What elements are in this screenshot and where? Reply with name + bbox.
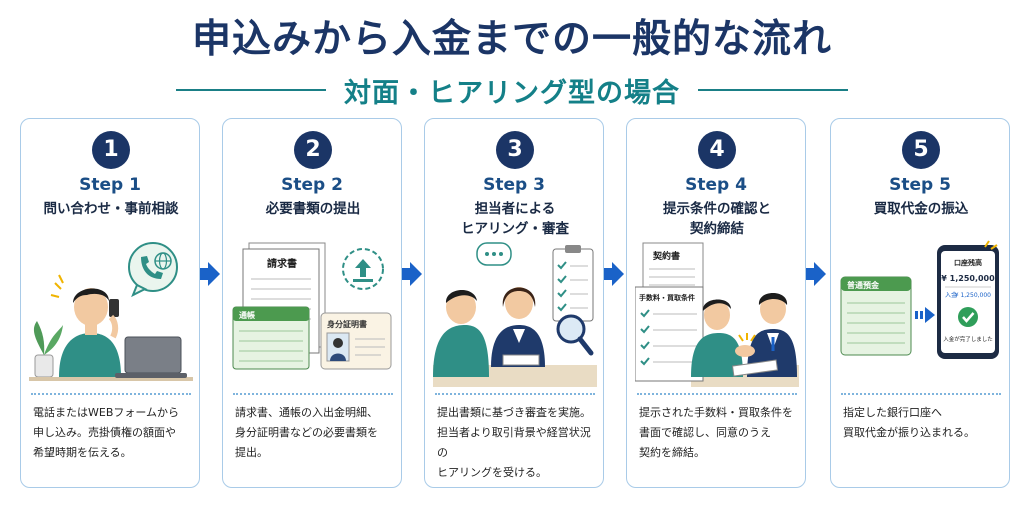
magnifier-icon xyxy=(556,314,594,356)
svg-text:口座残高: 口座残高 xyxy=(954,258,982,267)
subtitle-line-right xyxy=(698,89,848,91)
laptop-icon xyxy=(115,336,187,378)
step-label: Step 2 xyxy=(281,175,343,195)
card-divider xyxy=(841,393,1001,395)
step-3-illustration xyxy=(433,242,597,387)
step-title: 必要書類の提出 xyxy=(265,201,361,217)
step-label: Step 3 xyxy=(483,175,545,195)
id-card-icon: 身分証明書 xyxy=(320,312,392,370)
step-description: 請求書、通帳の入出金明細、 身分証明書などの必要書類を 提出。 xyxy=(235,406,378,459)
speech-bubble-icon xyxy=(476,242,512,266)
transfer-arrow-icon xyxy=(915,307,935,323)
step-description: 電話またはWEBフォームから 申し込み。売掛債権の額面や 希望時期を伝える。 xyxy=(33,406,180,459)
step-title: 買取代金の振込 xyxy=(873,201,969,217)
step-card-4: 4 Step 4 提示条件の確認と 契約締結 契約書 手数料・買取条件 xyxy=(626,118,806,488)
customer-person-icon xyxy=(433,289,489,377)
step-label: Step 4 xyxy=(685,175,747,195)
conditions-checklist-icon: 手数料・買取条件 xyxy=(635,286,704,382)
step-2-illustration: 請求書 通帳 身分証明書 xyxy=(232,242,392,370)
svg-text:身分証明書: 身分証明書 xyxy=(327,319,367,329)
subtitle-line-left xyxy=(176,89,326,91)
subtitle-row: 対面・ヒアリング型の場合 xyxy=(0,72,1024,109)
arrow-right-icon xyxy=(200,262,220,286)
step-label: Step 5 xyxy=(889,175,951,195)
arrow-right-icon xyxy=(402,262,422,286)
arrow-right-icon xyxy=(604,262,624,286)
checklist-icon xyxy=(552,245,594,322)
step-4-illustration: 契約書 手数料・買取条件 xyxy=(635,242,799,387)
svg-text:普通預金: 普通預金 xyxy=(847,280,880,290)
handshake-icon xyxy=(691,293,797,377)
step-1-illustration xyxy=(29,242,193,381)
step-card-2: 2 Step 2 必要書類の提出 請求書 通帳 身分証明書 xyxy=(222,118,402,488)
step-card-1: 1 Step 1 問い合わせ・事前相談 xyxy=(20,118,200,488)
step-title: 問い合わせ・事前相談 xyxy=(43,201,179,217)
phone-globe-icon xyxy=(128,242,178,298)
svg-text:手数料・買取条件: 手数料・買取条件 xyxy=(639,293,695,302)
page-title: 申込みから入金までの一般的な流れ xyxy=(191,17,832,62)
step-number-badge: 1 xyxy=(92,131,130,169)
card-divider xyxy=(233,393,393,395)
step-number-badge: 5 xyxy=(902,131,940,169)
smartphone-icon: 口座残高 ¥ 1,250,000 入金 ¥ 1,250,000 入金が完了しまし… xyxy=(937,245,999,359)
card-divider xyxy=(637,393,797,395)
card-divider xyxy=(435,393,595,395)
plant-icon xyxy=(33,321,63,378)
step-title: 提示条件の確認と 契約締結 xyxy=(663,201,771,237)
arrow-right-icon xyxy=(806,262,826,286)
check-icon xyxy=(958,307,978,327)
step-number-badge: 2 xyxy=(294,131,332,169)
svg-text:通帳: 通帳 xyxy=(239,310,255,320)
step-5-illustration: 普通預金 口座残高 ¥ 1,250,000 入金 ¥ 1,250,000 入金が… xyxy=(840,240,999,359)
bankbook-icon: 普通預金 xyxy=(840,276,912,356)
step-description: 指定した銀行口座へ 買取代金が振り込まれる。 xyxy=(843,406,975,439)
staff-person-icon xyxy=(491,287,545,367)
step-number-badge: 4 xyxy=(698,131,736,169)
step-description: 提出書類に基づき審査を実施。 担当者より取引背景や経営状況の ヒアリングを受ける… xyxy=(437,406,591,479)
step-description: 提示された手数料・買取条件を 書面で確認し、同意のうえ 契約を締結。 xyxy=(639,406,793,459)
upload-icon xyxy=(342,248,384,290)
bankbook-icon: 通帳 xyxy=(232,306,310,370)
person-icon xyxy=(59,288,121,377)
step-number-badge: 3 xyxy=(496,131,534,169)
step-label: Step 1 xyxy=(79,175,141,195)
step-card-5: 5 Step 5 買取代金の振込 普通預金 口座残高 ¥ 1,250,000 入… xyxy=(830,118,1010,488)
svg-text:入金が完了しました: 入金が完了しました xyxy=(943,335,993,343)
svg-text:¥ 1,250,000: ¥ 1,250,000 xyxy=(941,274,995,283)
step-title: 担当者による ヒアリング・審査 xyxy=(461,201,569,237)
card-divider xyxy=(31,393,191,395)
svg-text:入金: 入金 xyxy=(945,291,957,299)
svg-text:¥ 1,250,000: ¥ 1,250,000 xyxy=(955,292,991,299)
svg-text:契約書: 契約書 xyxy=(652,250,680,262)
svg-text:請求書: 請求書 xyxy=(267,257,297,270)
page-subtitle: 対面・ヒアリング型の場合 xyxy=(344,77,680,109)
step-card-3: 3 Step 3 担当者による ヒアリング・審査 xyxy=(424,118,604,488)
